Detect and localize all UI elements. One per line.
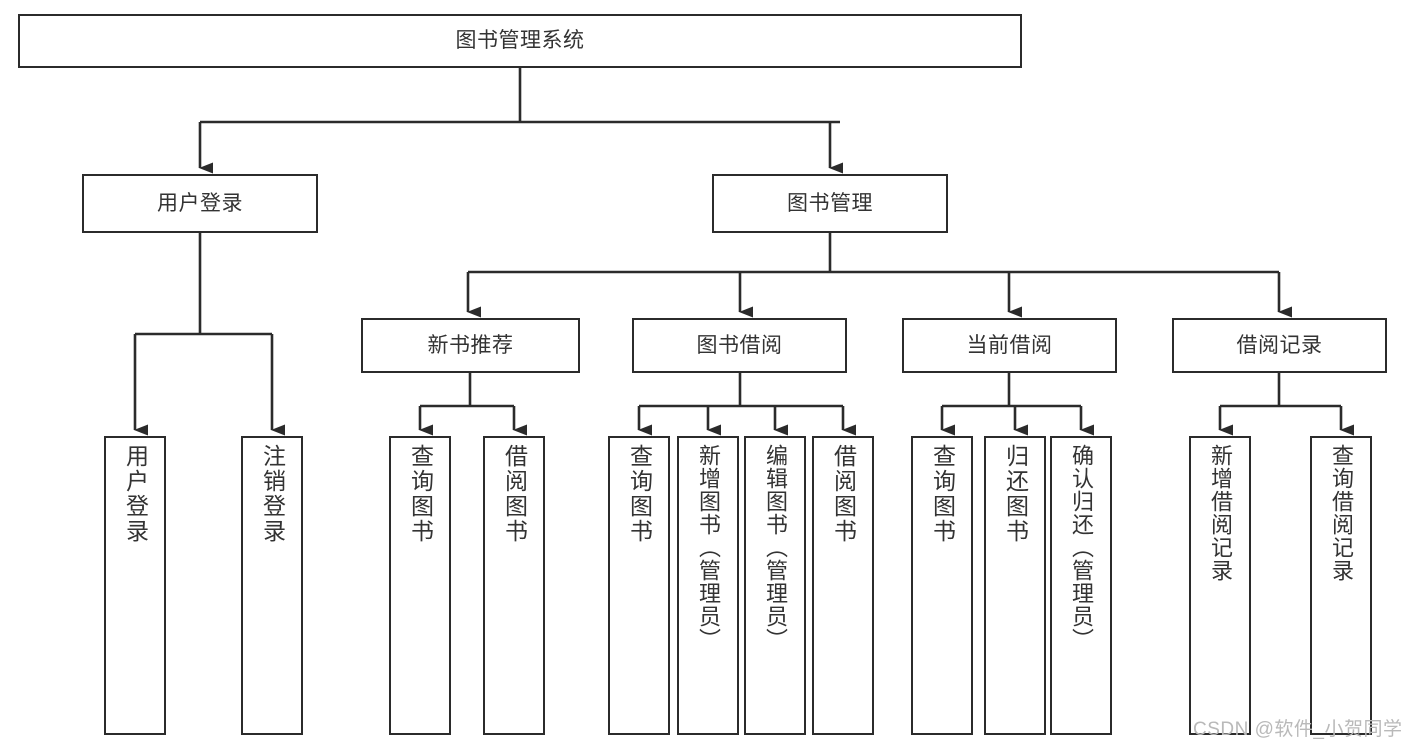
node-leaf-user-login[interactable]: 用户登录 xyxy=(104,436,166,735)
node-borrow-record-label: 借阅记录 xyxy=(1236,333,1323,357)
node-leaf-user-login-label: 用户登录 xyxy=(122,444,149,544)
node-leaf-add-record-label: 新增借阅记录 xyxy=(1208,444,1233,582)
node-leaf-confirm-return[interactable]: 确认归还（管理员） xyxy=(1050,436,1112,735)
node-root-label: 图书管理系统 xyxy=(455,29,585,53)
node-leaf-borrow-book-2[interactable]: 借阅图书 xyxy=(812,436,874,735)
node-leaf-borrow-book-1-label: 借阅图书 xyxy=(501,444,528,544)
node-book-borrow-label: 图书借阅 xyxy=(696,333,783,357)
node-leaf-query-book-3-label: 查询图书 xyxy=(929,444,956,544)
node-leaf-logout[interactable]: 注销登录 xyxy=(241,436,303,735)
node-leaf-query-record-label: 查询借阅记录 xyxy=(1329,444,1354,582)
node-leaf-add-book-label: 新增图书（管理员） xyxy=(696,444,721,651)
node-leaf-add-record[interactable]: 新增借阅记录 xyxy=(1189,436,1251,735)
node-leaf-query-book-2[interactable]: 查询图书 xyxy=(608,436,670,735)
node-leaf-query-book-1-label: 查询图书 xyxy=(407,444,434,544)
node-leaf-query-record[interactable]: 查询借阅记录 xyxy=(1310,436,1372,735)
node-leaf-query-book-1[interactable]: 查询图书 xyxy=(389,436,451,735)
node-leaf-borrow-book-1[interactable]: 借阅图书 xyxy=(483,436,545,735)
node-leaf-return-book[interactable]: 归还图书 xyxy=(984,436,1046,735)
node-leaf-edit-book[interactable]: 编辑图书（管理员） xyxy=(744,436,806,735)
node-leaf-add-book[interactable]: 新增图书（管理员） xyxy=(677,436,739,735)
node-user-login-label: 用户登录 xyxy=(157,191,243,215)
csdn-watermark: CSDN @软件_小贺同学 xyxy=(1193,719,1403,740)
node-book-borrow[interactable]: 图书借阅 xyxy=(632,318,847,373)
node-leaf-logout-label: 注销登录 xyxy=(259,444,286,544)
node-root-system[interactable]: 图书管理系统 xyxy=(18,14,1022,68)
node-leaf-edit-book-label: 编辑图书（管理员） xyxy=(763,444,788,651)
node-leaf-return-book-label: 归还图书 xyxy=(1002,444,1029,544)
node-leaf-confirm-return-label: 确认归还（管理员） xyxy=(1069,444,1094,651)
node-leaf-query-book-2-label: 查询图书 xyxy=(626,444,653,544)
node-user-login[interactable]: 用户登录 xyxy=(82,174,318,233)
node-leaf-borrow-book-2-label: 借阅图书 xyxy=(830,444,857,544)
node-book-management-label: 图书管理 xyxy=(787,191,873,215)
node-leaf-query-book-3[interactable]: 查询图书 xyxy=(911,436,973,735)
node-current-borrow[interactable]: 当前借阅 xyxy=(902,318,1117,373)
node-new-book-recommend-label: 新书推荐 xyxy=(427,333,514,357)
node-book-management[interactable]: 图书管理 xyxy=(712,174,948,233)
node-new-book-recommend[interactable]: 新书推荐 xyxy=(361,318,580,373)
node-current-borrow-label: 当前借阅 xyxy=(966,333,1053,357)
node-borrow-record[interactable]: 借阅记录 xyxy=(1172,318,1387,373)
